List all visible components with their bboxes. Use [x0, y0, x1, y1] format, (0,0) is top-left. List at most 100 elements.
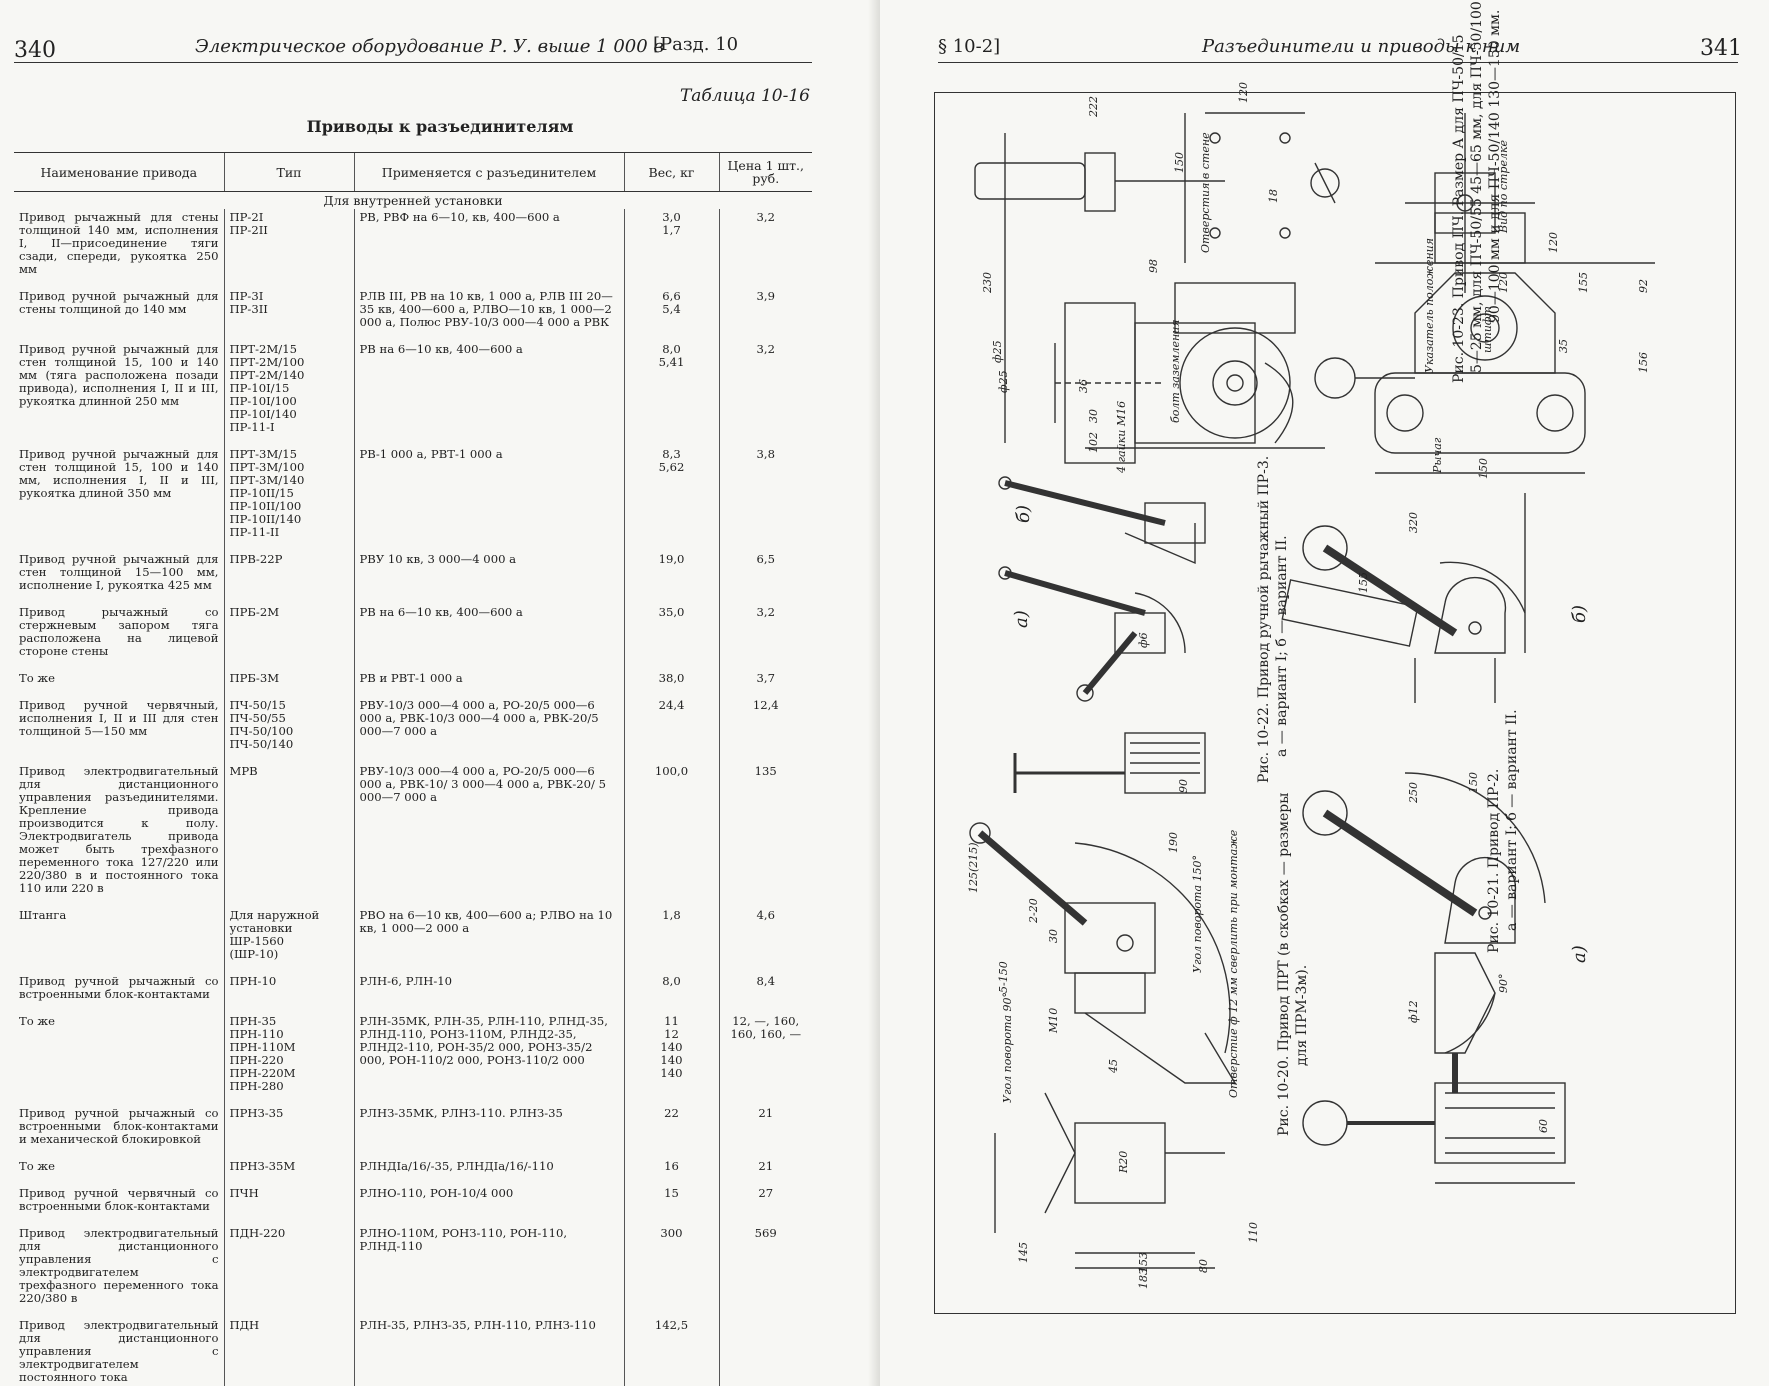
cell-applied: РВУ-10/3 000—4 000 а, РО-20/5 000—6 000 … [353, 687, 624, 753]
applied-switches: РВО на 6—10 кв, 400—600 а; РЛВО на 10 кв… [359, 908, 613, 935]
cell-applied: РЛНО-110М, РОНЗ-110, РОН-110, РЛНД-110 [353, 1215, 624, 1307]
weight-value: 38,0 [658, 671, 685, 685]
drive-type: ПЧ-50/55 [229, 711, 286, 725]
drive-type: ШР-1560 [229, 934, 284, 948]
cell-applied: РВУ 10 кв, 3 000—4 000 а [353, 541, 624, 594]
label-drill: Отверстие ф 12 мм сверлить при монтаже [1227, 829, 1240, 1098]
weight-value: 8,0 [662, 974, 681, 988]
weight-value: 24,4 [658, 698, 685, 712]
price-value: 27 [758, 1186, 774, 1200]
cell-type: ПРВ-22Р [223, 541, 354, 594]
price-value: 4,6 [756, 908, 775, 922]
weight-value: 11 [664, 1014, 679, 1028]
drive-name: Привод электродвигательный для дистанцио… [19, 764, 219, 895]
weight-value: 22 [664, 1106, 679, 1120]
drive-type: ПДН [229, 1318, 260, 1332]
dimension-label: 35 [1557, 339, 1570, 353]
price-value: 3,7 [756, 671, 775, 685]
dimension-label: 150 [1173, 152, 1186, 173]
cell-applied: РЛВ III, РВ на 10 кв, 1 000 а, РЛВ III 2… [353, 278, 624, 331]
dimension-label: 150 [1467, 772, 1480, 793]
dimension-label: 45 [1107, 1059, 1120, 1073]
cell-price: 3,9 [718, 278, 812, 331]
drive-name: Привод ручной рычажный для стен толщиной… [19, 552, 219, 592]
technical-drawings [969, 112, 1655, 1269]
dimension-label: 90 [1177, 779, 1190, 793]
drive-name: Привод ручной рычажный со встроенными бл… [19, 974, 219, 1001]
price-value: 3,2 [756, 605, 775, 619]
cell-type: ПРБ-2М [223, 594, 354, 660]
label-angle-90: Угол поворота 90° [1001, 991, 1014, 1103]
drive-type: МРВ [229, 764, 258, 778]
applied-switches: РВ на 6—10 кв, 400—600 а [359, 605, 523, 619]
applied-switches: РВУ-10/3 000—4 000 а, РО-20/5 000—6 000 … [359, 698, 599, 738]
drive-type: ПР-10II/140 [229, 512, 302, 526]
cell-name: Привод рычажный со стержневым запором тя… [14, 594, 224, 660]
page-number-right: 341 [1700, 36, 1742, 61]
cell-name: Привод ручной рычажный со встроенными бл… [14, 1095, 224, 1148]
cell-weight: 35,0 [623, 594, 719, 660]
drive-name: Привод рычажный для стены толщиной 140 м… [19, 210, 219, 276]
cell-weight: 142,5 [623, 1307, 719, 1386]
drive-type: ПРНЗ-35М [229, 1159, 296, 1173]
label-shaft: штифт [1481, 306, 1494, 353]
cell-name: Привод ручной рычажный для стены толщино… [14, 278, 224, 331]
cell-applied: РВ и РВТ-1 000 а [353, 660, 624, 687]
cell-weight: 100,0 [623, 753, 719, 897]
drive-type: ПРБ-2М [229, 605, 280, 619]
drive-type: ПР-10II/15 [229, 486, 294, 500]
cell-price: 3,8 [718, 436, 812, 541]
table-row: Привод ручной рычажный для стен толщиной… [14, 331, 812, 436]
table-row: Привод ручной рычажный для стен толщиной… [14, 541, 812, 594]
cell-weight: 300 [623, 1215, 719, 1307]
cell-price [718, 1307, 812, 1386]
applied-switches: РВУ-10/3 000—4 000 а, РО-20/5 000—6 000 … [359, 764, 607, 804]
section-left: [Разд. 10 [653, 34, 739, 55]
cell-price: 3,2 [718, 209, 812, 278]
weight-value: 140 [660, 1053, 683, 1067]
fig-10-22-variant-a [998, 566, 1186, 702]
section-indoor: Для внутренней установки [323, 193, 503, 208]
cell-applied: РВ-1 000 а, РВТ-1 000 а [353, 436, 624, 541]
cell-applied: РЛНДIа/16/-35, РЛНДIа/16/-110 [353, 1148, 624, 1175]
label-b-10-21: б) [1569, 604, 1590, 623]
cell-type: МРВ [223, 753, 354, 897]
price-value: 3,2 [756, 210, 775, 224]
cell-price: 21 [718, 1148, 812, 1175]
cell-type: ПРБ-3М [223, 660, 354, 687]
drive-name: Привод ручной червячный, исполнения I, I… [19, 698, 219, 738]
drive-type: ПРБ-3М [229, 671, 280, 685]
dimension-label: 92 [1637, 279, 1650, 293]
drive-type: ПР-3II [229, 302, 268, 316]
label-nut: 4 гайки М16 [1115, 400, 1128, 473]
figures-frame: Рис. 10-20. Привод ПРТ (в скобках — разм… [934, 1, 1736, 1314]
drive-type: ПЧ-50/100 [229, 724, 294, 738]
drive-type: ПРТ-2М/15 [229, 342, 297, 356]
cell-applied: РЛН-6, РЛН-10 [353, 963, 624, 1003]
applied-switches: РЛВ III, РВ на 10 кв, 1 000 а, РЛВ III 2… [359, 289, 613, 329]
dimension-label: 90° [1497, 973, 1510, 994]
drive-name: Привод ручной рычажный для стены толщино… [19, 289, 219, 316]
fig-10-23-wall-holes [1184, 112, 1305, 263]
label-lever: Рычаг [1431, 437, 1444, 473]
dimension-label: 155 [1357, 572, 1370, 593]
drive-type: ПРТ-3М/140 [229, 473, 305, 487]
price-value: 3,9 [756, 289, 775, 303]
dimension-label: 36 [1077, 379, 1090, 393]
label-holes: Отверстия в стене [1199, 132, 1212, 253]
fig-10-23-front-view [1314, 212, 1655, 474]
weight-value: 5,4 [662, 302, 681, 316]
caption-fig-10-21: Рис. 10-21. Привод ПР-2. а — вариант I; … [1486, 709, 1520, 953]
price-value: 6,5 [756, 552, 775, 566]
cell-applied: РВО на 6—10 кв, 400—600 а; РЛВО на 10 кв… [353, 897, 624, 963]
cell-weight: 38,0 [623, 660, 719, 687]
drive-type: ПРН-280 [229, 1079, 284, 1093]
dimension-label: 190 [1167, 832, 1180, 853]
weight-value: 5,41 [658, 355, 685, 369]
